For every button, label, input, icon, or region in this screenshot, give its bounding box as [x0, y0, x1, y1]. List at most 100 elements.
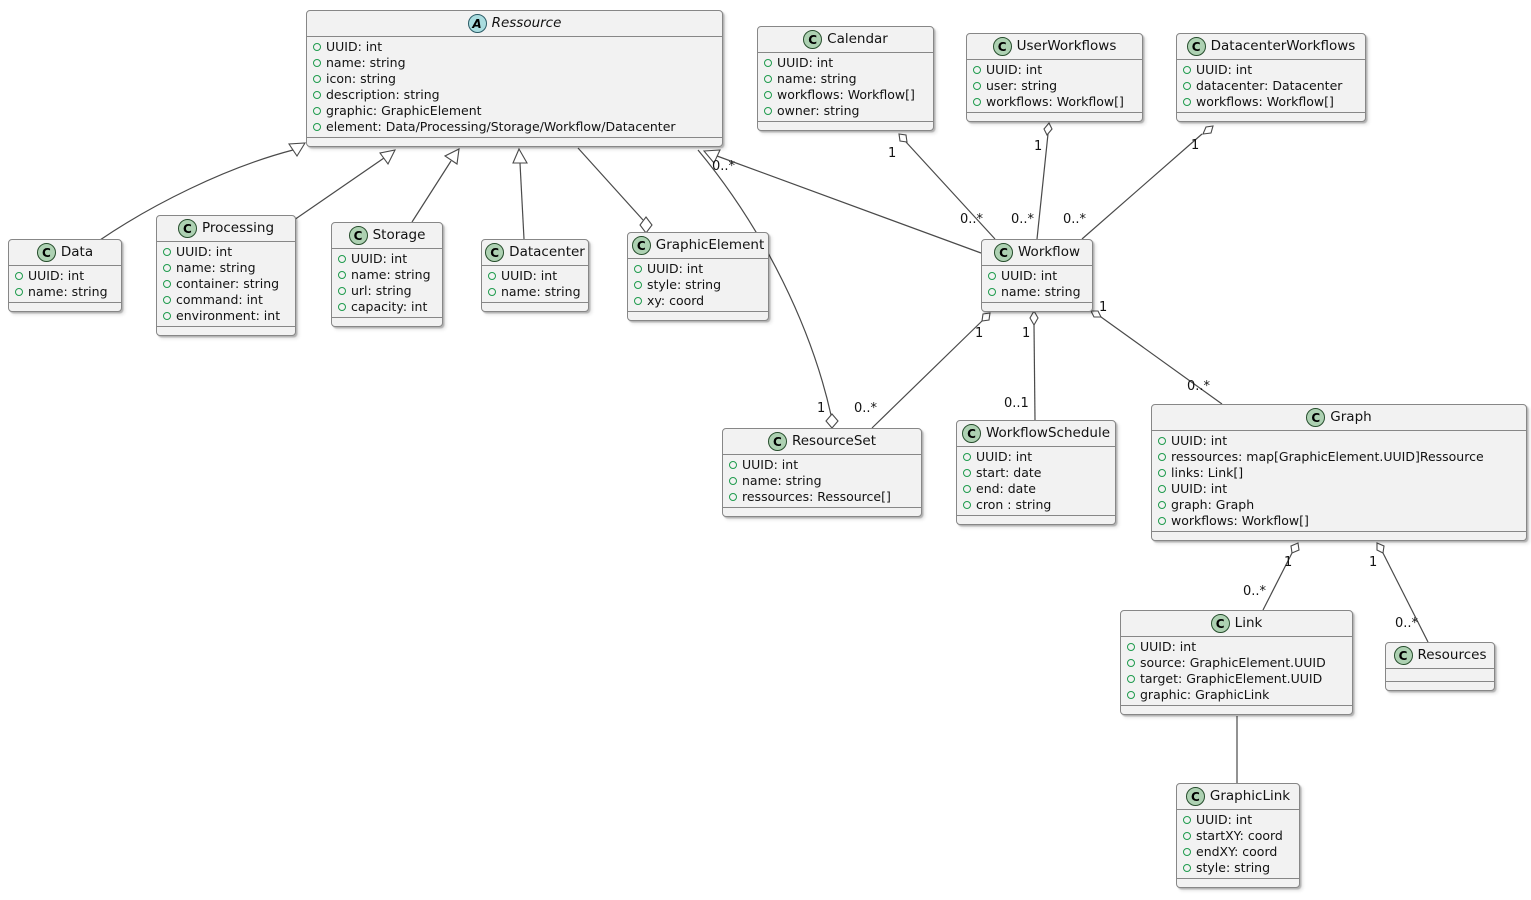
class-name: WorkflowSchedule	[985, 425, 1111, 441]
attribute-text: datacenter: Datacenter	[1196, 78, 1343, 93]
class-name: GraphicElement	[655, 237, 765, 253]
attribute-row: container: string	[163, 276, 289, 292]
methods-compartment	[723, 508, 921, 516]
class-title: C Datacenter	[482, 240, 588, 266]
attribute-row: workflows: Workflow[]	[973, 94, 1136, 110]
attribute-row: name: string	[488, 284, 582, 300]
class-name: Datacenter	[509, 244, 585, 260]
attribute-row: cron : string	[963, 497, 1109, 513]
attribute-row: startXY: coord	[1183, 828, 1293, 844]
attribute-text: url: string	[351, 283, 412, 298]
attribute-row: UUID: int	[1158, 481, 1520, 497]
field-visibility-icon	[1183, 864, 1191, 872]
attribute-text: target: GraphicElement.UUID	[1140, 671, 1323, 686]
attribute-row: name: string	[313, 55, 716, 71]
attribute-text: UUID: int	[176, 244, 233, 259]
class-name: Data	[60, 244, 94, 260]
attribute-text: end: date	[976, 481, 1036, 496]
attribute-row: icon: string	[313, 71, 716, 87]
attribute-text: start: date	[976, 465, 1042, 480]
attribute-row: name: string	[764, 71, 927, 87]
multiplicity-label: 1	[975, 326, 984, 341]
class-badge-icon: C	[177, 219, 197, 238]
aggregation-diamond-icon	[1202, 125, 1214, 135]
multiplicity-label: 0..*	[1063, 212, 1087, 227]
attribute-row: target: GraphicElement.UUID	[1127, 671, 1346, 687]
attribute-text: ressources: map[GraphicElement.UUID]Ress…	[1171, 449, 1484, 464]
attribute-text: links: Link[]	[1171, 465, 1244, 480]
class-badge-icon: C	[803, 30, 823, 49]
attribute-text: UUID: int	[326, 39, 383, 54]
field-visibility-icon	[313, 75, 321, 83]
class-name: UserWorkflows	[1016, 38, 1117, 54]
field-visibility-icon	[338, 303, 346, 311]
attribute-row: element: Data/Processing/Storage/Workflo…	[313, 119, 716, 135]
attribute-text: environment: int	[176, 308, 281, 323]
attribute-text: workflows: Workflow[]	[1196, 94, 1334, 109]
edge-workflow-workflowschedule	[1033, 324, 1036, 421]
class-name: Storage	[372, 227, 426, 243]
field-visibility-icon	[1127, 675, 1135, 683]
field-visibility-icon	[1158, 517, 1166, 525]
multiplicity-label: 0..*	[1395, 616, 1419, 631]
aggregation-diamond-icon	[1290, 542, 1300, 554]
attribute-text: graph: Graph	[1171, 497, 1255, 512]
methods-compartment	[1152, 532, 1526, 540]
class-badge-icon: C	[992, 37, 1012, 56]
edge-processing-inherits-ressource	[293, 157, 385, 221]
class-title: C UserWorkflows	[967, 34, 1142, 60]
multiplicity-label: 1	[817, 401, 826, 416]
edge-workflow-resourceset	[871, 320, 983, 429]
field-visibility-icon	[729, 477, 737, 485]
field-visibility-icon	[973, 82, 981, 90]
edge-ressource-graphicelement	[577, 147, 644, 221]
inheritance-arrow-icon	[443, 148, 460, 165]
multiplicity-label: 0..1	[1004, 396, 1029, 411]
class-badge-icon: C	[1306, 408, 1326, 427]
methods-compartment	[332, 318, 442, 326]
attribute-text: icon: string	[326, 71, 396, 86]
field-visibility-icon	[163, 280, 171, 288]
attribute-text: UUID: int	[1196, 62, 1253, 77]
field-visibility-icon	[764, 107, 772, 115]
class-badge-icon: C	[994, 243, 1013, 262]
attribute-text: source: GraphicElement.UUID	[1140, 655, 1326, 670]
class-title: C Calendar	[758, 27, 933, 53]
field-visibility-icon	[488, 288, 496, 296]
field-visibility-icon	[973, 98, 981, 106]
field-visibility-icon	[963, 485, 971, 493]
methods-compartment	[1177, 879, 1299, 887]
attribute-row: command: int	[163, 292, 289, 308]
edge-datacenterworkflows-workflow	[1081, 133, 1203, 240]
multiplicity-label: 1	[1284, 555, 1293, 570]
attribute-text: endXY: coord	[1196, 844, 1278, 859]
attribute-row: UUID: int	[1183, 62, 1359, 78]
class-badge-icon: C	[485, 243, 505, 262]
attribute-row: graphic: GraphicElement	[313, 103, 716, 119]
field-visibility-icon	[764, 91, 772, 99]
attribute-row: ressources: Ressource[]	[729, 489, 915, 505]
attribute-row: UUID: int	[163, 244, 289, 260]
attribute-text: UUID: int	[777, 55, 834, 70]
attribute-text: name: string	[351, 267, 431, 282]
attribute-row: url: string	[338, 283, 436, 299]
attribute-row: end: date	[963, 481, 1109, 497]
aggregation-diamond-icon	[825, 413, 839, 429]
attribute-text: style: string	[647, 277, 722, 292]
class-title: C ResourceSet	[723, 429, 921, 455]
attribute-row: name: string	[163, 260, 289, 276]
class-title: C GraphicElement	[628, 233, 768, 259]
field-visibility-icon	[1183, 98, 1191, 106]
attribute-row: UUID: int	[973, 62, 1136, 78]
methods-compartment	[157, 327, 295, 335]
